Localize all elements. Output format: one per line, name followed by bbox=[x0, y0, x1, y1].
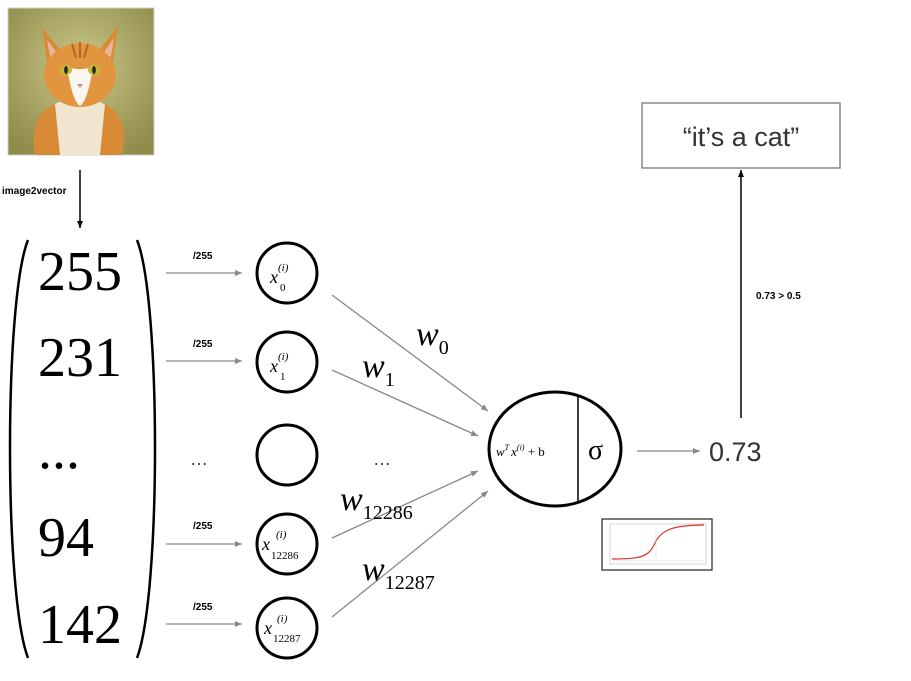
sigmoid-symbol: σ bbox=[588, 435, 603, 466]
input-node-label: x(i)12287 bbox=[263, 613, 301, 645]
threshold-label: 0.73 > 0.5 bbox=[756, 291, 801, 302]
input-node bbox=[255, 330, 319, 394]
ellipsis-middle-left: … bbox=[190, 449, 208, 469]
normalize-label: /255 bbox=[193, 339, 213, 350]
sigmoid-plot-thumbnail bbox=[601, 518, 713, 571]
input-vector: 255 231 ... 94 142 bbox=[38, 241, 122, 656]
vector-value: 142 bbox=[38, 594, 122, 656]
prediction-label: “it’s a cat” bbox=[683, 122, 800, 152]
vector-value: 255 bbox=[38, 241, 122, 303]
weight-label: w1 bbox=[362, 348, 395, 391]
weight-label: w12286 bbox=[340, 481, 413, 524]
input-node bbox=[255, 596, 319, 660]
input-node-label: x(i)1 bbox=[269, 351, 289, 383]
output-value: 0.73 bbox=[709, 437, 762, 467]
vector-value: 231 bbox=[38, 327, 122, 389]
normalize-label: /255 bbox=[193, 602, 213, 613]
weight-label: w12287 bbox=[362, 551, 435, 594]
image2vector-label: image2vector bbox=[2, 186, 67, 197]
neuron-node bbox=[487, 390, 623, 508]
vector-brackets bbox=[8, 239, 157, 659]
normalize-arrows bbox=[166, 270, 242, 627]
normalize-label: /255 bbox=[193, 251, 213, 262]
normalize-label: /255 bbox=[193, 521, 213, 532]
input-node bbox=[255, 512, 319, 576]
input-node-label: x(i)0 bbox=[269, 262, 289, 294]
vector-value: 94 bbox=[38, 507, 94, 569]
input-node-label: x(i)12286 bbox=[261, 529, 299, 562]
weight-label: w0 bbox=[416, 316, 449, 359]
weight-edges bbox=[331, 294, 489, 618]
sigmoid-curve bbox=[611, 524, 705, 560]
cat-photo bbox=[7, 7, 155, 156]
input-neurons bbox=[255, 241, 319, 660]
input-node-empty bbox=[255, 423, 319, 487]
input-node bbox=[255, 241, 319, 305]
ellipsis-middle-right: … bbox=[373, 449, 391, 469]
prediction-box bbox=[641, 102, 841, 169]
vector-value: ... bbox=[38, 419, 80, 481]
